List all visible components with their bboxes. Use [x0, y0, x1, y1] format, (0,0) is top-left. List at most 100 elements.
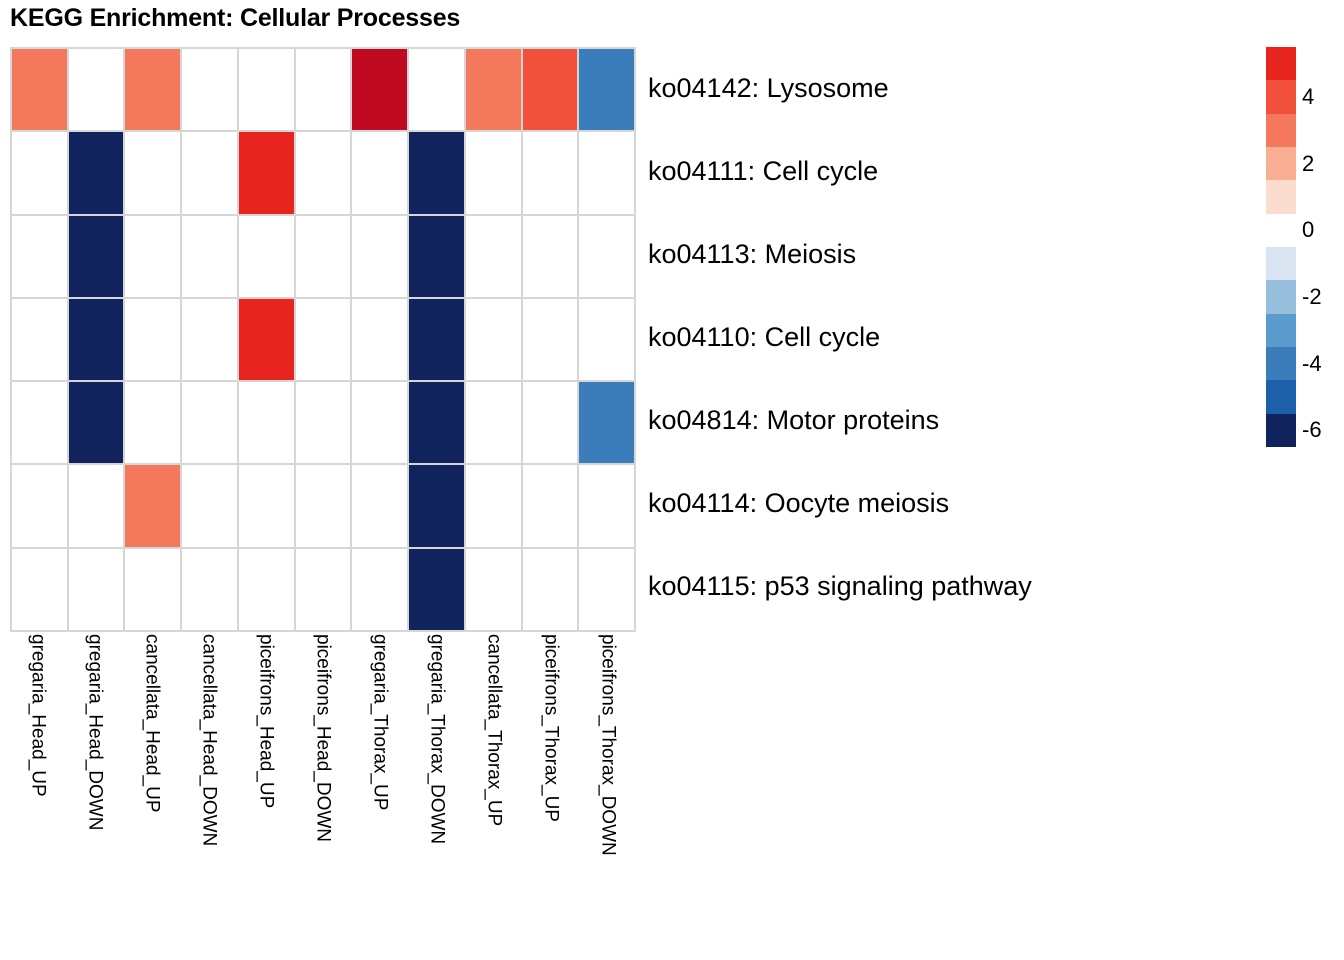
heatmap-cell: [579, 382, 634, 464]
column-label: cancellata_Head_UP: [141, 634, 163, 813]
row-label: ko04113: Meiosis: [648, 239, 857, 269]
heatmap-cell: [522, 382, 578, 464]
legend-swatch: [1266, 346, 1296, 381]
legend-swatch: [1266, 413, 1296, 447]
heatmap-cell: [522, 215, 578, 297]
heatmap-cell: [182, 49, 237, 131]
heatmap-cell: [465, 382, 521, 464]
heatmap-cell: [238, 465, 294, 547]
row-label: ko04115: p53 signaling pathway: [648, 571, 1032, 601]
row-label: ko04142: Lysosome: [648, 73, 889, 103]
column-label-cell: piceifrons_Thorax_DOWN: [579, 632, 636, 952]
heatmap-cell: [295, 298, 351, 381]
heatmap-cell: [522, 465, 578, 547]
row-label: ko04110: Cell cycle: [648, 322, 881, 352]
heatmap-cell: [579, 548, 634, 630]
column-label-cell: piceifrons_Head_DOWN: [295, 632, 352, 952]
heatmap-cell: [409, 548, 464, 630]
heatmap-cell: [68, 382, 124, 464]
heatmap-cell: [579, 215, 634, 297]
heatmap-cell: [12, 465, 67, 547]
column-label: cancellata_Thorax_UP: [483, 634, 505, 827]
heatmap-cell: [352, 382, 408, 464]
heatmap-cell: [295, 382, 351, 464]
heatmap-cell: [238, 215, 294, 297]
heatmap-cell: [579, 465, 634, 547]
heatmap-cell: [125, 382, 181, 464]
legend-tick-label: 2: [1302, 150, 1315, 176]
legend-swatch: [1266, 146, 1296, 181]
page-title: KEGG Enrichment: Cellular Processes: [10, 4, 461, 32]
heatmap-cell: [295, 49, 351, 131]
column-label: piceifrons_Thorax_DOWN: [597, 634, 619, 856]
heatmap-cell: [12, 215, 67, 297]
heatmap-cell: [68, 49, 124, 131]
heatmap-cell: [352, 465, 408, 547]
heatmap-cell: [182, 382, 237, 464]
heatmap-cell: [68, 298, 124, 381]
row-label: ko04111: Cell cycle: [648, 156, 879, 186]
heatmap-cell: [465, 298, 521, 381]
heatmap-cell: [12, 132, 67, 214]
row-label: ko04114: Oocyte meiosis: [648, 488, 950, 518]
legend-swatch: [1266, 380, 1296, 414]
legend-swatch: [1266, 280, 1296, 314]
column-label-cell: cancellata_Thorax_UP: [465, 632, 522, 952]
legend-swatch: [1266, 313, 1296, 347]
heatmap-cell: [182, 548, 237, 630]
column-label: gregaria_Thorax_DOWN: [426, 634, 448, 845]
column-label: gregaria_Thorax_UP: [369, 634, 391, 811]
heatmap-cell: [409, 132, 464, 214]
heatmap-cell: [522, 548, 578, 630]
heatmap-cell: [522, 132, 578, 214]
heatmap-cell: [579, 298, 634, 381]
heatmap-row-labels: ko04142: Lysosome ko04111: Cell cycle ko04…: [648, 47, 1268, 628]
heatmap-cell: [579, 132, 634, 214]
legend-swatch: [1266, 180, 1296, 214]
heatmap-cell: [295, 465, 351, 547]
heatmap-cell: [465, 49, 521, 131]
heatmap-cell: [182, 298, 237, 381]
heatmap-cell: [409, 298, 464, 381]
heatmap-cell: [465, 465, 521, 547]
heatmap-cell: [125, 215, 181, 297]
heatmap-cell: [295, 132, 351, 214]
heatmap-cell: [68, 548, 124, 630]
legend-swatch: [1266, 113, 1296, 147]
column-label-cell: gregaria_Head_DOWN: [67, 632, 124, 952]
heatmap-cell: [68, 215, 124, 297]
column-label-cell: gregaria_Thorax_UP: [351, 632, 408, 952]
legend-tick-label: -6: [1302, 417, 1322, 443]
column-label: piceifrons_Thorax_UP: [540, 634, 562, 822]
heatmap-cell: [295, 215, 351, 297]
heatmap-cell: [182, 215, 237, 297]
row-label: ko04814: Motor proteins: [648, 405, 940, 435]
heatmap-cell: [352, 49, 408, 131]
heatmap-cell: [238, 548, 294, 630]
legend-swatch: [1266, 213, 1296, 247]
heatmap-cell: [409, 382, 464, 464]
heatmap-cell: [12, 382, 67, 464]
heatmap-cell: [465, 132, 521, 214]
legend-tick-label: -4: [1302, 350, 1322, 376]
column-label-cell: piceifrons_Head_UP: [238, 632, 295, 952]
heatmap-cell: [465, 548, 521, 630]
legend-tick-label: 0: [1302, 217, 1315, 243]
heatmap-cell: [125, 49, 181, 131]
column-label-cell: piceifrons_Thorax_UP: [522, 632, 579, 952]
column-label: gregaria_Head_UP: [27, 634, 49, 797]
heatmap-cell: [68, 132, 124, 214]
heatmap-cell: [12, 548, 67, 630]
legend-swatch: [1266, 246, 1296, 281]
heatmap-cell: [522, 298, 578, 381]
column-label-cell: gregaria_Head_UP: [10, 632, 67, 952]
heatmap-cell: [182, 465, 237, 547]
heatmap-cell: [125, 132, 181, 214]
legend-tick-label: -2: [1302, 284, 1322, 309]
heatmap-cell: [352, 548, 408, 630]
heatmap-cell: [409, 465, 464, 547]
heatmap-column-labels: gregaria_Head_UP gregaria_Head_DOWN cancel…: [10, 632, 636, 952]
heatmap-cell: [409, 49, 464, 131]
